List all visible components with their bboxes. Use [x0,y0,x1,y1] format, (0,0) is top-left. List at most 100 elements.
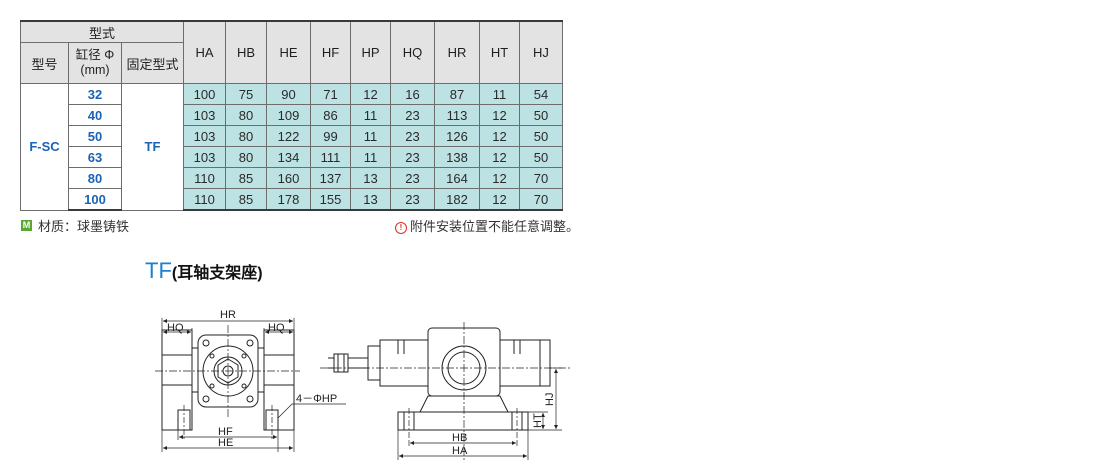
dim-cell-ht: 12 [479,188,520,211]
dim-cell-hj: 50 [519,125,563,147]
warning-note: !附件安装位置不能任意调整。 [370,216,579,235]
dim-cell-hp: 12 [350,83,391,105]
bore-cell: 32 [68,83,122,105]
col-header-he: HE [266,20,311,84]
dim-cell-ha: 110 [183,167,226,189]
dim-cell-ht: 12 [479,125,520,147]
col-header-hp: HP [350,20,391,84]
dim-cell-hr: 113 [434,104,480,126]
dim-cell-hq: 23 [390,188,435,211]
spec-table: 型式 HA HB HE HF HP HQ HR HT HJ 型号 缸径 Φ (m… [20,20,563,211]
mount-cell: TF [121,83,184,211]
dim-cell-hj: 54 [519,83,563,105]
col-header-hr: HR [434,20,480,84]
material-note: M 材质：球墨铸铁 [21,216,129,235]
dim-cell-hf: 99 [310,125,351,147]
dim-cell-hq: 23 [390,125,435,147]
dim-label-he: HE [218,437,233,449]
dim-cell-hf: 155 [310,188,351,211]
dim-cell-hq: 23 [390,167,435,189]
side-view [320,322,570,460]
dim-cell-he: 109 [266,104,311,126]
dim-cell-hr: 164 [434,167,480,189]
col-header-bore: 缸径 Φ (mm) [68,42,122,84]
dim-cell-ht: 12 [479,104,520,126]
dim-cell-ht: 11 [479,83,520,105]
col-header-mount: 固定型式 [121,42,184,84]
bore-cell: 100 [68,188,122,211]
dim-cell-hj: 50 [519,104,563,126]
dim-cell-hq: 16 [390,83,435,105]
col-header-hq: HQ [390,20,435,84]
dim-cell-hp: 13 [350,188,391,211]
figure-code: TF [145,258,172,283]
dim-cell-hb: 75 [225,83,267,105]
dim-cell-hp: 11 [350,125,391,147]
material-icon: M [21,220,32,231]
dim-cell-hj: 70 [519,188,563,211]
col-header-hb: HB [225,20,267,84]
dim-label-hp: 4－ΦHP [296,393,337,405]
dim-cell-ha: 100 [183,83,226,105]
dim-cell-hb: 80 [225,125,267,147]
dim-cell-hf: 111 [310,146,351,168]
dim-label-ha: HA [452,445,468,457]
type-group-header: 型式 [20,20,184,43]
dim-cell-hp: 11 [350,146,391,168]
col-header-ht: HT [479,20,520,84]
dim-cell-hj: 50 [519,146,563,168]
warning-icon: ! [394,222,407,234]
dim-cell-he: 122 [266,125,311,147]
warning-text: 附件安装位置不能任意调整。 [409,219,579,234]
dim-cell-hr: 126 [434,125,480,147]
bore-cell: 63 [68,146,122,168]
figure-title: TF(耳轴支架座) [145,258,263,284]
bore-cell: 50 [68,125,122,147]
dim-cell-ht: 12 [479,167,520,189]
dim-cell-hq: 23 [390,146,435,168]
dim-label-hf: HF [218,426,233,438]
bore-header-line2: (mm) [80,63,110,77]
dim-cell-he: 178 [266,188,311,211]
dim-cell-hb: 80 [225,146,267,168]
dim-label-hq-right: HQ [268,322,285,334]
dim-cell-hr: 87 [434,83,480,105]
material-text: 材质：球墨铸铁 [38,219,130,234]
dim-cell-hf: 137 [310,167,351,189]
dim-cell-ha: 103 [183,146,226,168]
dim-label-ht: HT [532,413,544,428]
dim-cell-hq: 23 [390,104,435,126]
dim-cell-hb: 85 [225,167,267,189]
dim-cell-ha: 110 [183,188,226,211]
bore-header-line1: 缸径 Φ [75,48,115,62]
dim-cell-he: 90 [266,83,311,105]
dim-label-hj: HJ [544,393,556,406]
dim-cell-hr: 182 [434,188,480,211]
dim-cell-hf: 86 [310,104,351,126]
col-header-hj: HJ [519,20,563,84]
bore-cell: 40 [68,104,122,126]
dim-cell-hj: 70 [519,167,563,189]
bore-cell: 80 [68,167,122,189]
dim-cell-ha: 103 [183,104,226,126]
col-header-ha: HA [183,20,226,84]
dim-cell-he: 160 [266,167,311,189]
col-header-hf: HF [310,20,351,84]
dim-cell-hf: 71 [310,83,351,105]
dim-cell-hp: 13 [350,167,391,189]
dim-cell-hp: 11 [350,104,391,126]
col-header-model: 型号 [20,42,69,84]
dim-cell-hr: 138 [434,146,480,168]
dim-cell-hb: 80 [225,104,267,126]
dim-cell-hb: 85 [225,188,267,211]
dim-label-hq-left: HQ [167,322,184,334]
dim-cell-ht: 12 [479,146,520,168]
dim-label-hb: HB [452,432,467,444]
model-cell: F-SC [20,83,69,211]
